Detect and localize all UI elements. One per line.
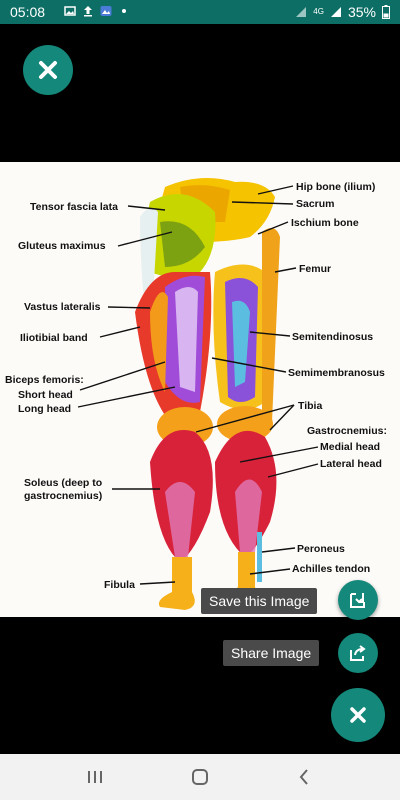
leg-muscles-diagram: Tensor fascia lata Gluteus maximus Vastu… — [5, 178, 387, 610]
signal-icon — [330, 7, 341, 17]
label-tensor: Tensor fascia lata — [30, 201, 118, 213]
label-soleus-2: gastrocnemius) — [24, 490, 102, 502]
hamstring-right-blue — [232, 300, 250, 387]
label-fibula: Fibula — [104, 579, 135, 591]
label-biceps: Biceps femoris: — [5, 374, 84, 386]
status-bar: 05:08 4G 35% — [0, 0, 400, 24]
label-gluteus: Gluteus maximus — [18, 240, 106, 252]
upload-icon — [84, 6, 92, 17]
label-femur: Femur — [299, 263, 331, 275]
recents-icon — [88, 771, 102, 783]
image-icon — [64, 6, 76, 16]
label-sacrum: Sacrum — [296, 198, 335, 210]
home-button[interactable] — [190, 767, 210, 787]
femur-shape — [262, 228, 280, 422]
share-image-button[interactable] — [338, 633, 378, 673]
image-viewer[interactable]: Tensor fascia lata Gluteus maximus Vastu… — [0, 162, 400, 617]
signal-icon — [296, 7, 307, 17]
label-medial: Medial head — [320, 441, 380, 453]
network-type-label: 4G — [313, 7, 324, 16]
status-time: 05:08 — [10, 4, 46, 20]
hamstring-left-highlight — [175, 287, 198, 392]
leader-lines — [77, 185, 319, 585]
status-right: 4G 35% — [295, 4, 390, 20]
left-foot — [158, 557, 195, 610]
home-icon — [192, 769, 208, 785]
label-semimembranosus: Semimembranosus — [288, 367, 385, 379]
back-button[interactable] — [294, 767, 314, 787]
dot-icon — [122, 9, 126, 13]
left-calf-medial — [165, 482, 195, 557]
label-achilles: Achilles tendon — [292, 563, 370, 575]
close-menu-button[interactable] — [331, 688, 385, 742]
label-iliotibial: Iliotibial band — [20, 332, 88, 344]
label-vastus: Vastus lateralis — [24, 301, 101, 313]
label-lateral: Lateral head — [320, 458, 382, 470]
tensor-shape — [140, 208, 158, 352]
peroneus-shape — [257, 532, 262, 582]
battery-percent: 35% — [347, 4, 376, 20]
label-semitendinosus: Semitendinosus — [292, 331, 373, 343]
save-image-tooltip[interactable]: Save this Image — [201, 588, 318, 614]
save-image-button[interactable] — [338, 580, 378, 620]
label-peroneus: Peroneus — [297, 543, 345, 555]
back-icon — [299, 769, 308, 785]
navigation-bar — [0, 754, 400, 800]
label-tibia: Tibia — [298, 400, 322, 412]
recents-button[interactable] — [85, 767, 105, 787]
close-icon — [39, 61, 57, 79]
right-calf-medial — [235, 479, 262, 552]
battery-icon — [382, 5, 390, 19]
share-image-tooltip[interactable]: Share Image — [223, 640, 320, 666]
vastus-shape — [150, 292, 168, 392]
label-gastro: Gastrocnemius: — [307, 425, 387, 437]
save-icon — [350, 593, 365, 608]
notification-icons — [64, 5, 130, 17]
close-icon — [350, 707, 366, 723]
close-button[interactable] — [23, 45, 73, 95]
label-short-head: Short head — [18, 389, 73, 401]
label-soleus-1: Soleus (deep to — [24, 477, 102, 489]
label-hip: Hip bone (ilium) — [296, 181, 375, 193]
share-icon — [350, 645, 366, 661]
label-ischium: Ischium bone — [291, 217, 359, 229]
label-long-head: Long head — [18, 403, 71, 415]
gallery-icon — [100, 6, 112, 16]
